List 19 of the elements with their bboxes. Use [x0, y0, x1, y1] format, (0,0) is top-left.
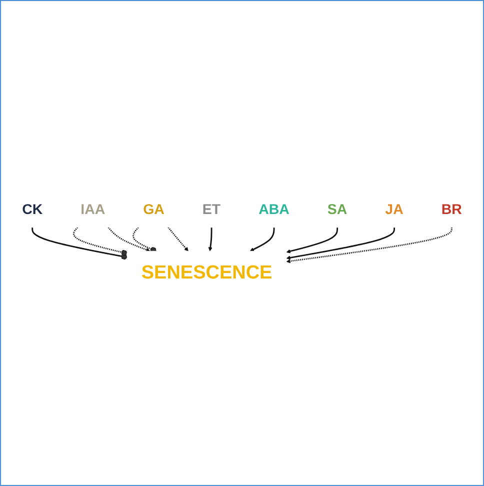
node-text: JA [385, 202, 404, 218]
arrow [286, 228, 395, 260]
node-text: IAA [80, 202, 106, 218]
connector [132, 227, 156, 253]
node-text: SA [327, 202, 348, 218]
arrow [286, 228, 452, 264]
node-text: GA [143, 202, 164, 218]
arrow [250, 228, 275, 252]
arrow [168, 227, 188, 252]
arrow [286, 228, 338, 254]
node-text: CK [22, 202, 43, 218]
node-text: ET [202, 202, 221, 218]
arrow [208, 228, 212, 252]
node-text: ABA [258, 202, 290, 218]
node-text: BR [441, 202, 462, 218]
connector [73, 227, 128, 256]
node-text: SENESCENCE [141, 262, 272, 284]
arrow [108, 227, 150, 252]
connector [32, 228, 128, 260]
